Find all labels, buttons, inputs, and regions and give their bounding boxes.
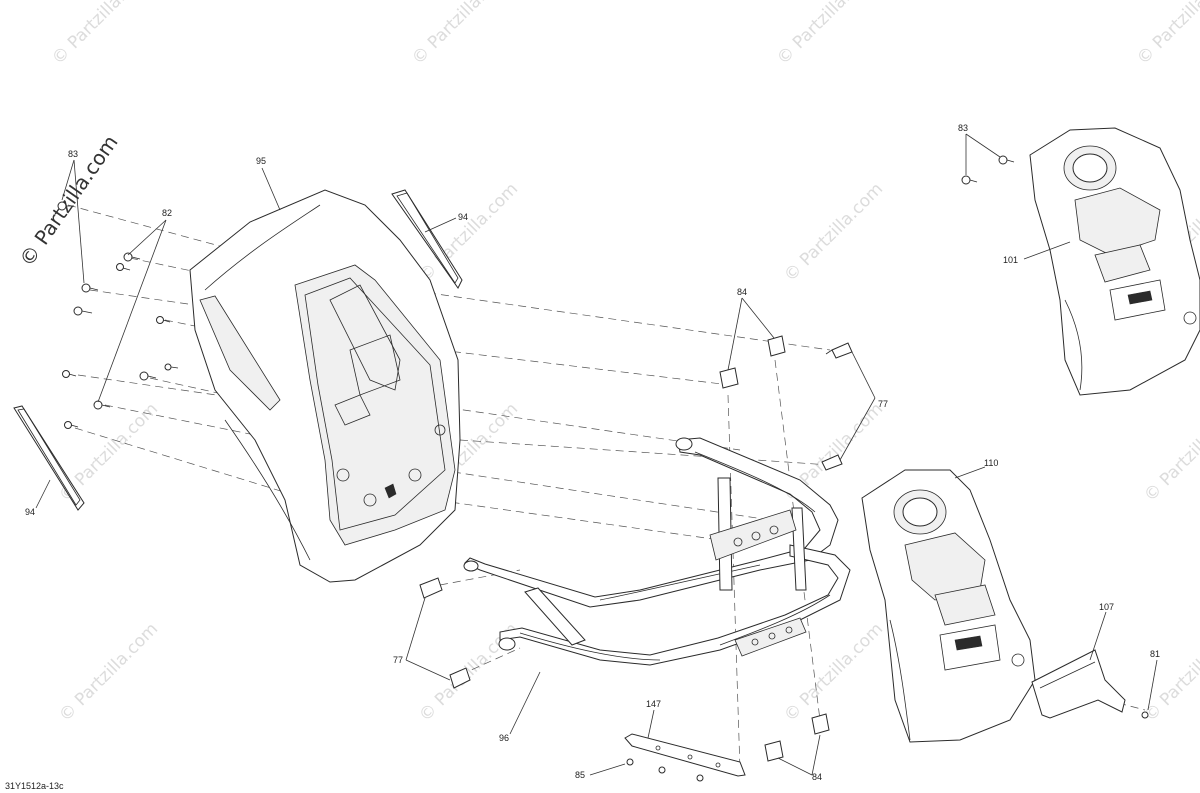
- callout-77: 77: [878, 399, 888, 409]
- reflector-top: [391, 189, 463, 289]
- screw: [62, 370, 77, 378]
- bumper-frame: [463, 437, 851, 666]
- strip-147: [624, 733, 746, 777]
- panel-101: [1029, 127, 1200, 396]
- bolt: [825, 342, 853, 359]
- bracket-107: [1031, 649, 1149, 719]
- fastener-group-left: [57, 201, 179, 429]
- watermark: © Partzilla.com: [1133, 0, 1200, 69]
- fastener-group-85: [626, 758, 704, 782]
- watermark: © Partzilla.com: [408, 0, 515, 69]
- callout-82: 82: [162, 208, 172, 218]
- watermark-layer: © Partzilla.com © Partzilla.com © Partzi…: [14, 0, 1200, 726]
- callout-95: 95: [256, 156, 266, 166]
- watermark: © Partzilla.com: [48, 0, 155, 69]
- callout-77: 77: [393, 655, 403, 665]
- bolt: [821, 454, 843, 471]
- screw: [164, 363, 179, 371]
- callout-83: 83: [68, 149, 78, 159]
- callout-94: 94: [458, 212, 468, 222]
- screw: [64, 421, 79, 429]
- screw: [961, 175, 978, 185]
- fender: [189, 189, 461, 583]
- clip: [811, 713, 830, 735]
- callout-84: 84: [812, 772, 822, 782]
- screw: [81, 283, 99, 293]
- panel-110: [861, 469, 1036, 743]
- screw: [73, 306, 93, 316]
- callout-96: 96: [499, 733, 509, 743]
- callout-94: 94: [25, 507, 35, 517]
- callout-110: 110: [984, 458, 998, 468]
- screw: [116, 263, 131, 271]
- screw: [93, 400, 111, 410]
- bolt: [449, 667, 471, 689]
- callout-107: 107: [1099, 602, 1114, 612]
- screw: [139, 371, 157, 381]
- drawing-id: 31Y1512a-13c: [5, 781, 64, 791]
- watermark: © Partzilla.com: [1140, 399, 1200, 506]
- callout-101: 101: [1003, 255, 1018, 265]
- bolt: [419, 577, 443, 599]
- fastener-group-83-right: [961, 155, 1015, 185]
- callout-84: 84: [737, 287, 747, 297]
- clip: [719, 367, 739, 389]
- callout-83: 83: [958, 123, 968, 133]
- leader-lines: [35, 133, 1158, 776]
- clip: [764, 740, 784, 762]
- clip: [767, 335, 786, 357]
- callout-labels: 83 82 95 94 94 84 77 77 96 147 85 84 83 …: [25, 123, 1160, 782]
- callout-147: 147: [646, 699, 661, 709]
- screw: [57, 201, 74, 211]
- watermark: © Partzilla.com: [780, 179, 887, 286]
- bolt-group-77: [419, 342, 853, 689]
- screw: [998, 155, 1015, 165]
- callout-81: 81: [1150, 649, 1160, 659]
- watermark: © Partzilla.com: [1140, 619, 1200, 726]
- reflector-left: [13, 405, 85, 511]
- callout-85: 85: [575, 770, 585, 780]
- screw: [156, 316, 171, 324]
- watermark: © Partzilla.com: [55, 619, 162, 726]
- screw: [123, 252, 141, 262]
- watermark: © Partzilla.com: [773, 0, 880, 69]
- clip-group-84: [719, 335, 830, 762]
